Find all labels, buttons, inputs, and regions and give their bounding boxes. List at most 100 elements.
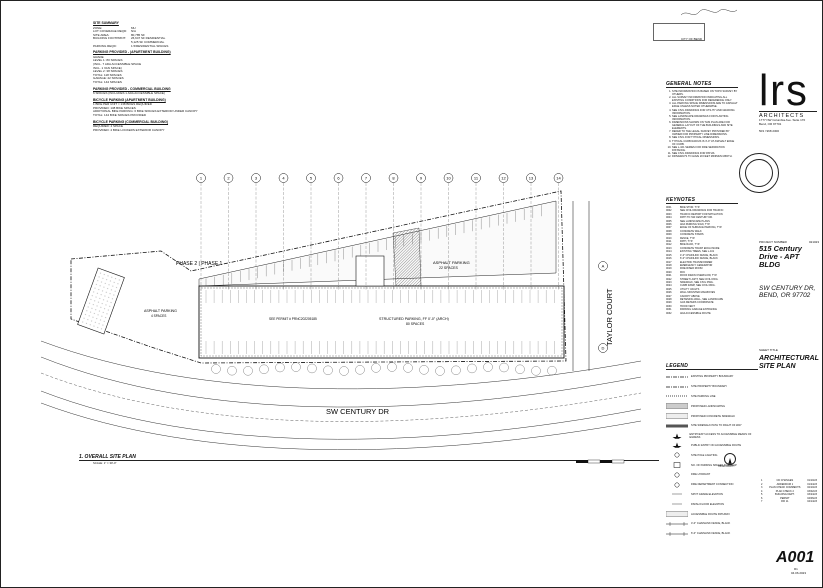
summary-row: LOT COVERAGE REQD:N/A <box>93 30 223 34</box>
keynote-code: 0013 <box>666 246 672 250</box>
legend-symbol-icon <box>672 504 682 505</box>
legend-row: PUBLIC ENTRY ON ACCESSIBLE ROUTE <box>666 441 758 451</box>
issue-n: 7 <box>761 500 763 503</box>
tree-icon <box>531 366 541 376</box>
summary-section-line: TOTAL: 144 BIKE SPACES PROVIDED <box>93 113 147 118</box>
issue-t: PLAN CHECK COMMENTS <box>769 486 801 489</box>
commercial-building <box>77 267 125 335</box>
summary-section-line: LEVEL 2: 38 SPACES <box>93 69 123 74</box>
legend-row: NO. OF PARKING SPACES IN GROUP <box>666 460 758 470</box>
grid-label: 1 <box>200 176 203 181</box>
keynote-code: 0012 <box>666 243 672 247</box>
tree-icon <box>483 362 493 372</box>
summary-key: LOT COVERAGE REQD: <box>93 29 127 34</box>
project-address-1: SW CENTURY DR, <box>759 284 816 292</box>
architect-seal <box>739 153 779 193</box>
street-label-south: SW CENTURY DR <box>326 407 390 416</box>
legend-symbol-icon <box>666 511 688 517</box>
keynote-code: 0021 <box>666 274 672 278</box>
keynote-text: HOOD VENT <box>680 304 695 308</box>
phase-label: PHASE 2 | PHASE 1 <box>176 261 223 267</box>
summary-key: BUILDING FOOTPRINT: <box>93 36 126 41</box>
general-note: ALL PARKING SPACE DIMENSIONS ARE TO ASPH… <box>672 102 738 108</box>
general-note: SEE CIVIL DRAWINGS FOR UTILITY AND GRADI… <box>672 109 738 115</box>
keynote-code: 0002 <box>666 209 672 213</box>
grid-bubble <box>278 173 289 183</box>
keynote-text: BIKE RACK, TYP. <box>680 243 700 247</box>
keynotes-title: KEYNOTES <box>666 197 738 204</box>
issue-d: 01/10/23 <box>807 479 817 482</box>
road-edge-2 <box>40 356 642 408</box>
tree-icon <box>227 365 237 376</box>
summary-row: 5,125 SF COMMERCIAL <box>93 40 223 45</box>
keynote-code: 0019 <box>666 267 672 271</box>
summary-section-line: PROVIDED: 138 BIKE SPACES <box>93 105 136 110</box>
legend-symbol-icon <box>666 413 688 419</box>
tree-icon <box>467 363 477 374</box>
issue-t: PLAN CHECK 2 <box>775 489 794 493</box>
general-note: DIMENSIONS SHOWN ON THIS PLAN ARE FOR GE… <box>672 121 738 130</box>
signature-mark <box>680 9 738 16</box>
general-note: REFER TO THE LEGAL SURVEY PROVIDED BY OW… <box>672 130 738 136</box>
legend-row: SITE PROPERTY BOUNDARY <box>666 382 758 392</box>
legend-label: SITE POLE LIGHTING <box>691 453 718 457</box>
grid-label: 9 <box>420 176 423 181</box>
keynote-code: 0015 <box>666 253 672 257</box>
keynote-text: UTILITY VAULTS <box>680 287 700 291</box>
summary-key: SITE AREA: <box>93 32 110 37</box>
general-note: SEE L-101 SERIES FOR FIRE SEPARATION DIS… <box>672 146 738 152</box>
general-note: SEE CIVIL DRAWINGS FOR PATHS. <box>672 152 738 155</box>
legend-label: FIRE HYDRANT <box>691 473 711 477</box>
legend-label: SITE SIDEWALK PATH TO RIGHT OF WAY <box>691 424 742 428</box>
keynote-text: EMERGENCY GENERATOR <box>680 263 713 267</box>
sheet-revision: R1 <box>794 567 798 571</box>
tree-icon <box>243 366 253 376</box>
grid-label: 6 <box>337 176 340 181</box>
legend-row: SITE SIDEWALK PATH TO RIGHT OF WAY <box>666 421 758 431</box>
summary-value: 80,785 SF <box>131 32 145 37</box>
graphic-scale <box>576 459 625 464</box>
legend-row: SITE POLE LIGHTING <box>666 450 758 460</box>
legend-symbol-icon <box>666 396 688 397</box>
legend-label: 6'-0" CHAINLINK FENCE, BLACK <box>691 532 731 536</box>
issue-n: 2 <box>761 482 763 486</box>
legend-symbol-icon <box>674 472 680 478</box>
legend-symbol-icon <box>674 452 680 458</box>
north-arrow-icon <box>724 453 736 465</box>
legend-row: SPOT GRADE ELEVATION <box>666 490 758 500</box>
legend-symbol-icon <box>666 376 688 378</box>
grid-row-bubble <box>598 261 608 271</box>
keynote-text: ELECTRIC TRANSFORMER <box>680 260 713 264</box>
keynote-code: 0007 <box>666 226 672 230</box>
asphalt-parking-2-label: ASPHALT PARKING <box>144 309 177 313</box>
general-note: SEE CIVIL FOR TYPICAL DIMENSIONS. <box>672 136 738 139</box>
grid-bubble <box>251 173 261 183</box>
legend-symbol-icon <box>672 433 682 439</box>
summary-row: BUILDING FOOTPRINT:26,647 SF RESIDENTIAL <box>93 37 223 41</box>
issue-d: 04/14/23 <box>807 500 817 503</box>
general-note: ALL SURVEY INFORMATION INDICATING ALL EX… <box>672 96 738 102</box>
summary-section-line: TOTAL: 118 SPACES <box>93 72 122 77</box>
issue-d: 04/06/23 <box>807 496 817 500</box>
issue-t: CD CHANGES <box>776 479 794 482</box>
